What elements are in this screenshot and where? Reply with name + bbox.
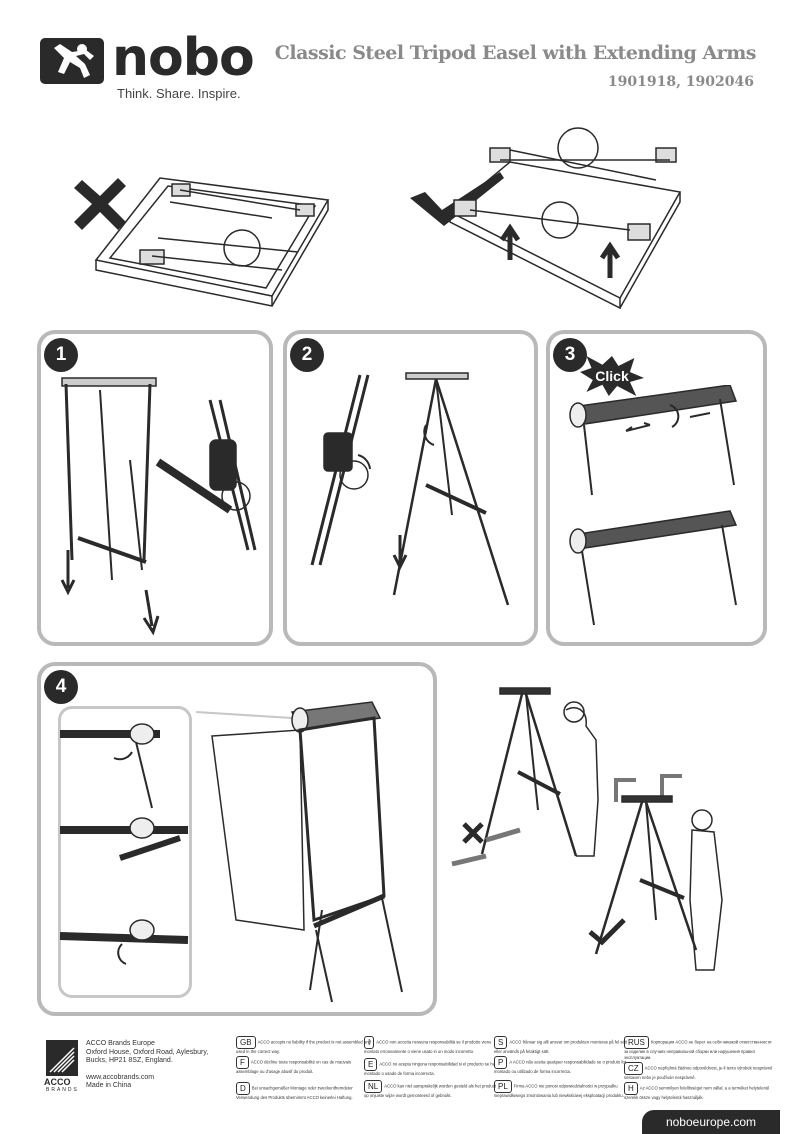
step-4-number: 4 xyxy=(44,670,78,704)
disclaimer-text: ACCO no acepta ninguna responsabilidad s… xyxy=(364,1061,496,1076)
disclaimer-text: ACCO non accetta nessuna responsabilità … xyxy=(364,1039,492,1054)
address-line: Oxford House, Oxford Road, Aylesbury, xyxy=(86,1048,209,1056)
step-1-illustration xyxy=(60,377,257,636)
tagline: Think. Share. Inspire. xyxy=(117,86,241,101)
wrong-unpack-illustration xyxy=(74,177,330,307)
nobo-logo-mark xyxy=(40,38,104,84)
website-link[interactable]: www.accobrands.com xyxy=(86,1073,155,1081)
disclaimer-text: Firma ACCO nie ponosi odpowiedzialności … xyxy=(494,1083,624,1098)
unpacking-illustration xyxy=(74,127,682,310)
step-4-easel-illustration xyxy=(196,701,403,1003)
country-code: CZ xyxy=(624,1062,643,1075)
step-3-illustration xyxy=(569,385,738,626)
country-code: RUS xyxy=(624,1036,649,1049)
country-code: PL xyxy=(494,1080,512,1093)
check-mark-icon xyxy=(410,172,504,226)
step-3-number: 3 xyxy=(553,338,587,372)
disclaimer-text: Корпорация ACCO не берет на себя никакой… xyxy=(624,1039,772,1060)
country-code: P xyxy=(494,1056,508,1069)
website-url-link[interactable]: noboeurope.com xyxy=(642,1110,780,1134)
company-address: ACCO Brands Europe Oxford House, Oxford … xyxy=(86,1040,221,1091)
positioning-illustration xyxy=(451,687,723,971)
disclaimer-text: ACCO accepts no liability if the product… xyxy=(236,1039,371,1054)
country-code: H xyxy=(624,1082,638,1095)
address-line: Bucks, HP21 8SZ, England. xyxy=(86,1057,173,1064)
address-line: ACCO Brands Europe xyxy=(86,1040,155,1047)
disclaimer-text: A ACCO não aceita qualquer responsabilid… xyxy=(494,1059,627,1074)
step-1-number: 1 xyxy=(44,338,78,372)
step-4-detail-callout xyxy=(58,706,192,998)
model-numbers: 1901918, 1902046 xyxy=(607,74,754,90)
disclaimer-text: ACCO kan niet aansprakelijk worden geste… xyxy=(364,1083,496,1098)
step-4-detail-illustration xyxy=(60,723,189,965)
disclaimer-text: ACCO nepřejímá žádnou odpovědnost, je-li… xyxy=(624,1065,773,1080)
country-code: D xyxy=(236,1082,250,1095)
cross-mark-icon xyxy=(74,178,126,230)
disclaimer-text: Az ACCO semmilyen felelősséget nem válla… xyxy=(624,1085,770,1100)
country-code: I xyxy=(364,1036,375,1049)
country-code: NL xyxy=(364,1080,383,1093)
step-3-panel xyxy=(546,330,767,646)
acco-logo-mark xyxy=(46,1040,78,1076)
step-2-number: 2 xyxy=(290,338,324,372)
disclaimer-text: Bei unsachgemäßer Montage oder zweckentf… xyxy=(236,1085,353,1100)
logo-wordmark: nobo xyxy=(112,28,255,88)
acco-wordmark: ACCO xyxy=(44,1077,71,1087)
country-code: S xyxy=(494,1036,508,1049)
origin-text: Made in China xyxy=(86,1082,132,1089)
page-title: Classic Steel Tripod Easel with Extendin… xyxy=(274,42,757,64)
country-code: GB xyxy=(236,1036,256,1049)
disclaimer-text: ACCO décline toute responsabilité en cas… xyxy=(236,1059,351,1074)
wrong-position-cross-icon xyxy=(462,822,484,844)
correct-position-check-icon xyxy=(588,918,626,946)
registered-mark: ® xyxy=(238,66,244,75)
step-2-panel xyxy=(283,330,538,646)
disclaimer-text: ACCO frånsar sig allt ansvar om produkte… xyxy=(494,1039,628,1054)
correct-unpack-illustration xyxy=(410,127,682,310)
brands-wordmark: BRANDS xyxy=(46,1087,79,1093)
country-code: E xyxy=(364,1058,378,1071)
country-code: F xyxy=(236,1056,249,1069)
step-2-illustration xyxy=(310,372,510,606)
